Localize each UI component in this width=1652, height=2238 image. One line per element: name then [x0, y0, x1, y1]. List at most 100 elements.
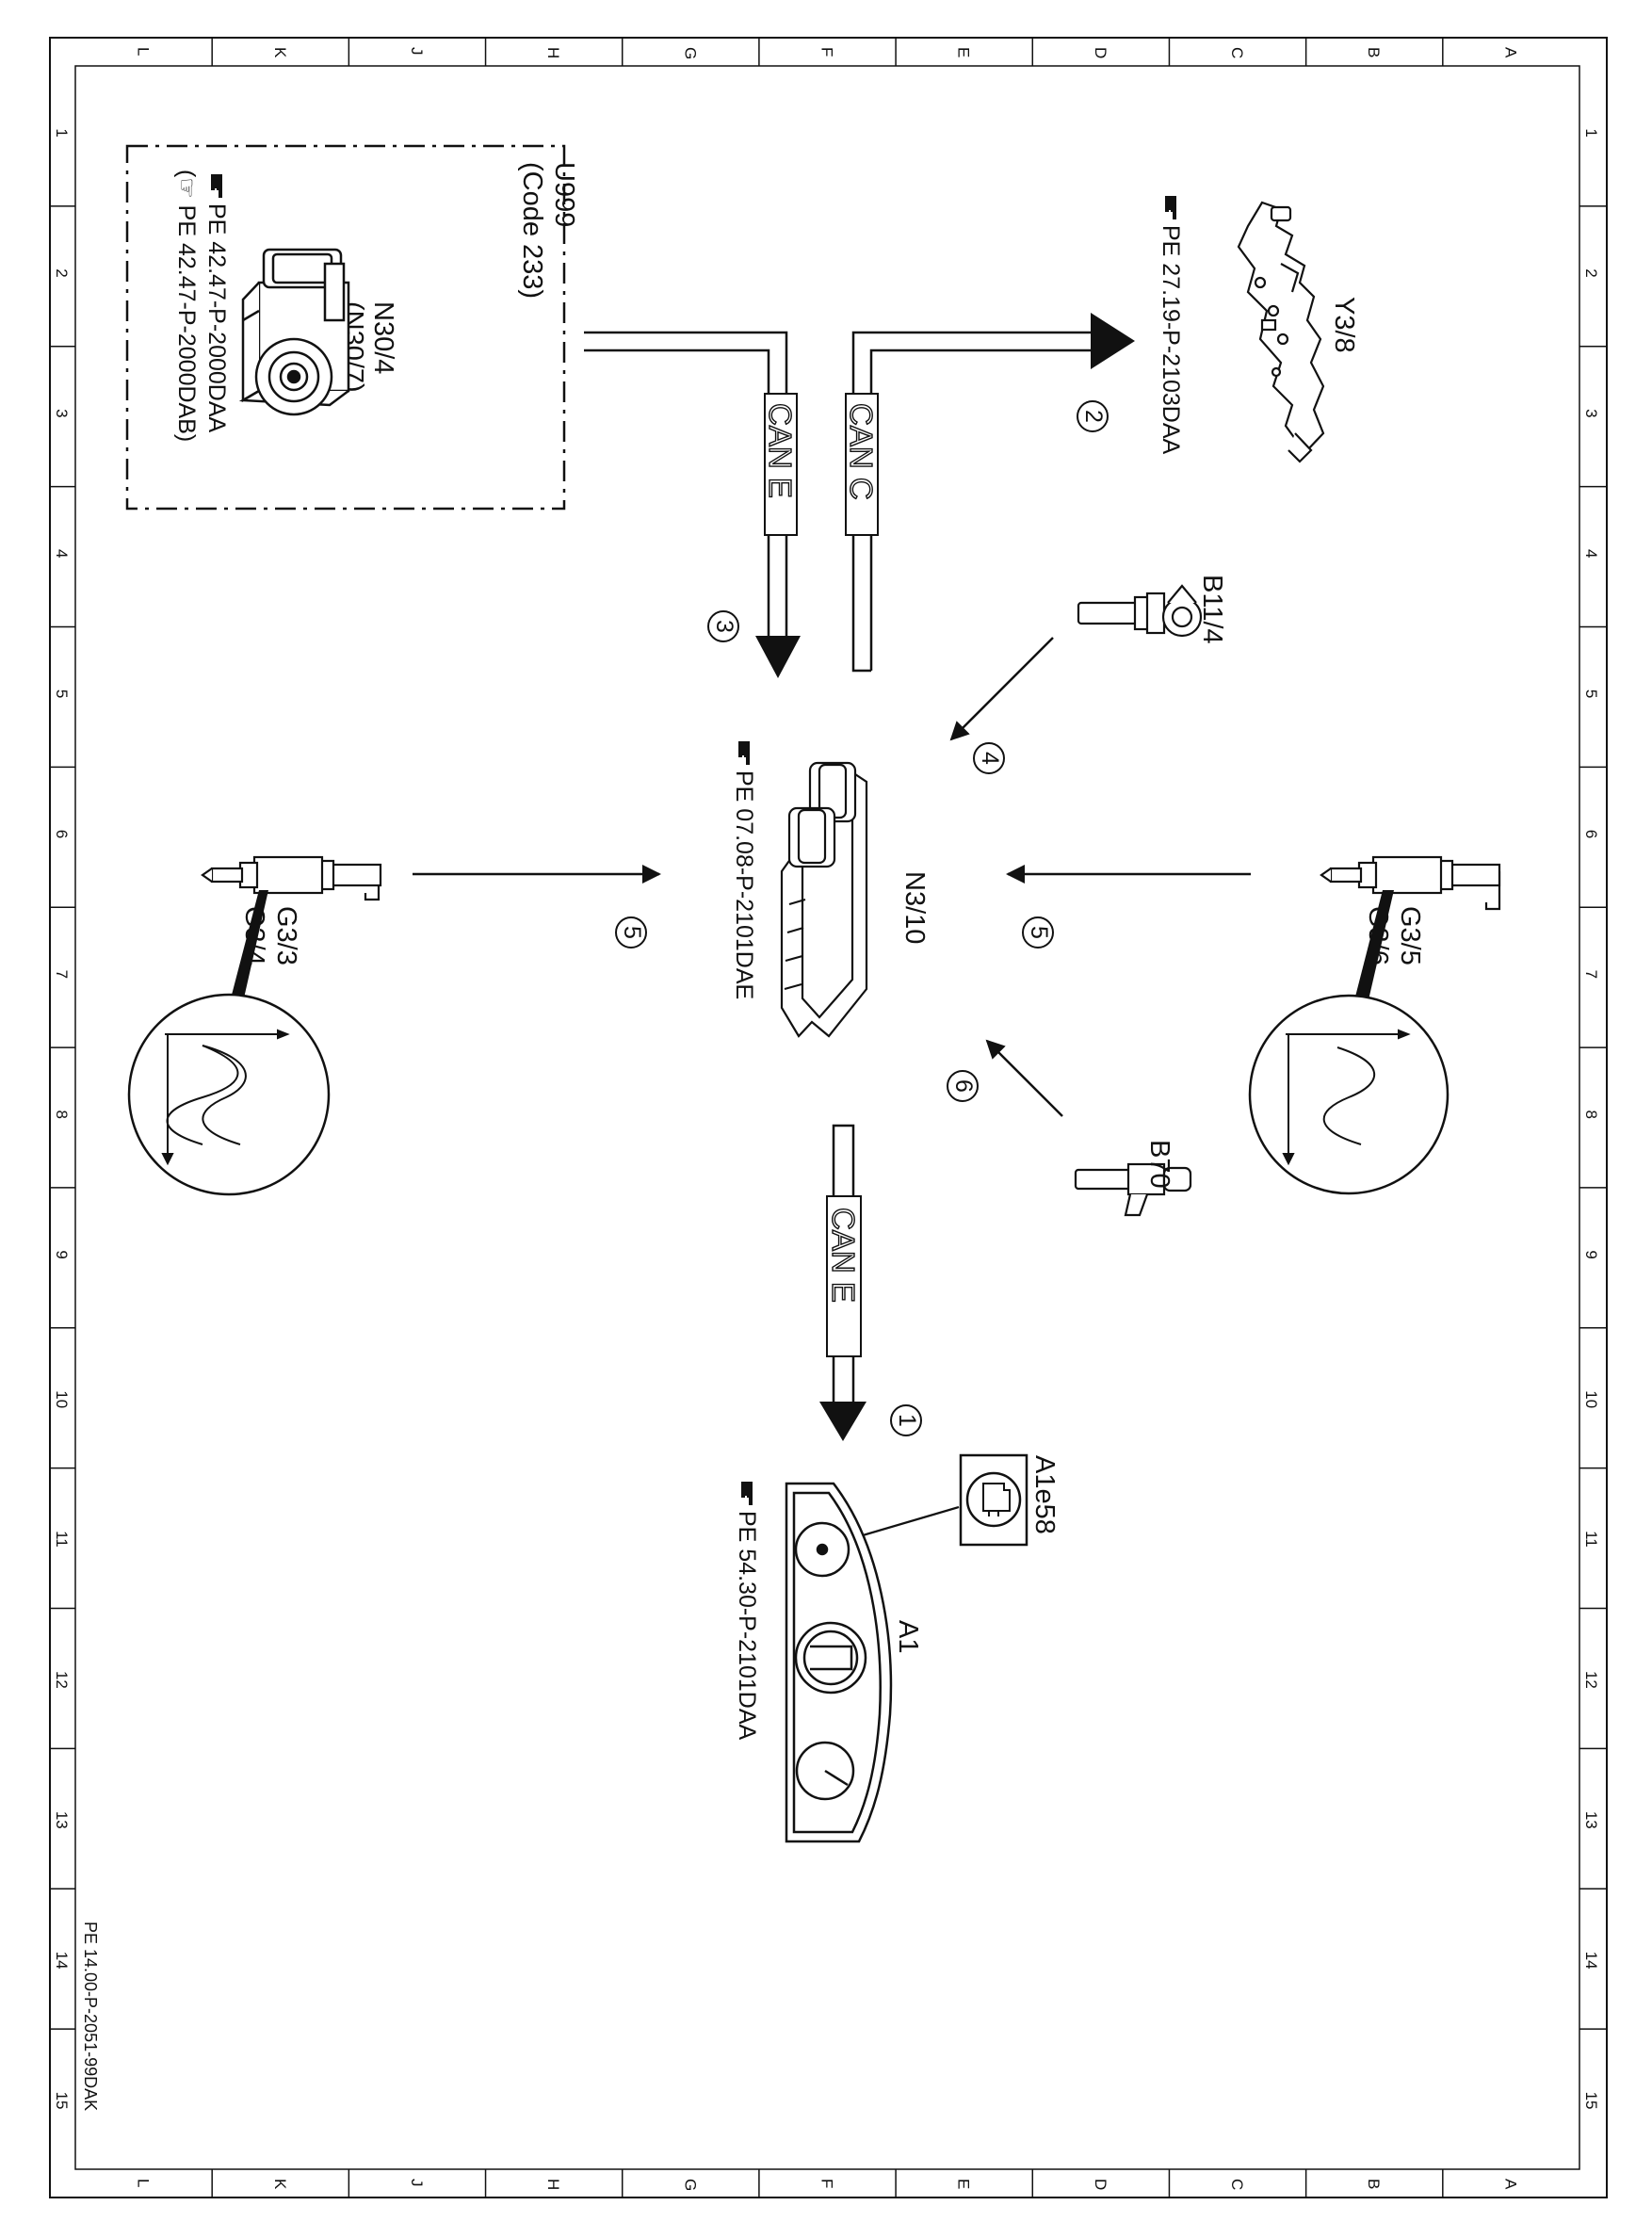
y3-8-group: Y3/8 PE 27.19-P-2103DAA — [1158, 196, 1359, 463]
can-bus-lines — [584, 331, 1094, 673]
g3-left-callout — [231, 890, 268, 1002]
b70-signal-arrow — [985, 1039, 1063, 1117]
signal-5-right: 5 — [1026, 926, 1052, 939]
grid-letter-top: F — [818, 47, 836, 57]
y3-8-ref: PE 27.19-P-2103DAA — [1158, 225, 1184, 455]
sensor-icon — [1077, 584, 1203, 638]
signal-markers — [615, 400, 1109, 1436]
signal-1: 1 — [894, 1414, 920, 1427]
can-e-upper-arrowhead — [755, 636, 801, 678]
grid-number-left: 10 — [53, 1390, 71, 1408]
grid-number-right: 6 — [1582, 830, 1600, 838]
signal-3: 3 — [711, 620, 737, 633]
can-e-upper-wire — [584, 331, 788, 647]
grid-letter-top: G — [681, 47, 699, 59]
grid-letter-bottom: E — [955, 2179, 973, 2189]
grid-letter-bottom: L — [135, 2179, 153, 2187]
instrument-cluster-icon — [785, 1482, 893, 1843]
u999-ref-alternate: (☞ PE 42.47-P-2000DAB) — [173, 170, 200, 442]
grid-letter-bottom: B — [1365, 2179, 1383, 2189]
grid-number-right: 14 — [1582, 1952, 1600, 1970]
grid-number-left: 8 — [53, 1111, 71, 1119]
footer-code: PE 14.00-P-2051-99DAK — [81, 1922, 100, 2111]
grid-letter-top: E — [955, 47, 973, 57]
grid-number-right: 9 — [1582, 1250, 1600, 1258]
grid-number-right: 12 — [1582, 1671, 1600, 1689]
b70-group: B70 — [985, 1039, 1192, 1217]
signal-5-left: 5 — [619, 926, 645, 939]
grid-letter-bottom: D — [1092, 2179, 1109, 2190]
g3-left-group: G3/3 G3/4 — [127, 855, 661, 1196]
grid-number-left: 2 — [53, 268, 71, 277]
ecu-icon — [780, 761, 868, 1038]
n3-10-label: N3/10 — [899, 871, 930, 944]
grid-number-right: 7 — [1582, 970, 1600, 979]
can-e-lower-tag: CAN E — [825, 1195, 862, 1357]
grid-letter-top: J — [408, 47, 426, 56]
signal-6: 6 — [950, 1079, 977, 1093]
can-e-lower-arrowhead — [819, 1402, 866, 1441]
grid-letter-bottom: H — [544, 2179, 562, 2190]
b11-4-signal-arrow — [949, 637, 1054, 741]
grid-number-left: 12 — [53, 1671, 71, 1689]
grid-number-right: 1 — [1582, 128, 1600, 137]
grid-number-left: 3 — [53, 409, 71, 417]
g3-right-callout — [1354, 890, 1394, 1004]
grid-number-left: 1 — [53, 128, 71, 137]
sine-wave-icon — [1282, 1029, 1411, 1166]
grid-number-left: 11 — [53, 1531, 71, 1548]
can-e-upper-label: CAN E — [763, 403, 798, 498]
grid-number-right: 4 — [1582, 549, 1600, 558]
hand-pointer-icon — [1165, 196, 1176, 219]
u999-ref-primary: PE 42.47-P-2000DAA — [203, 203, 230, 433]
grid-number-right: 10 — [1582, 1390, 1600, 1408]
grid-letter-top: K — [271, 47, 289, 58]
grid-letter-bottom: F — [818, 2179, 836, 2188]
b11-4-group: B11/4 — [949, 575, 1227, 741]
grid-number-right: 3 — [1582, 409, 1600, 417]
a1e58-group: A1e58 — [830, 1453, 1060, 1547]
valve-body-icon — [1237, 201, 1325, 463]
u999-label: U999 — [549, 162, 579, 227]
can-e-upper-tag: CAN E — [762, 393, 799, 536]
grid-number-right: 11 — [1582, 1531, 1600, 1548]
signal-4: 4 — [977, 752, 1003, 765]
n30-4-label: N30/4 — [368, 301, 398, 374]
oxygen-sensor-icon — [1320, 855, 1501, 911]
can-c-label: CAN C — [844, 403, 879, 500]
a1e58-label: A1e58 — [1029, 1455, 1060, 1534]
can-e-lower-label: CAN E — [826, 1208, 861, 1303]
b70-label: B70 — [1144, 1140, 1174, 1189]
grid-number-right: 2 — [1582, 268, 1600, 277]
grid-letter-top: H — [544, 47, 562, 58]
n3-10-group: N3/10 PE 07.08-P-2101DAE — [731, 741, 930, 1038]
airbag-module-icon — [238, 248, 350, 416]
grid-letter-bottom: C — [1228, 2179, 1246, 2190]
grid-letter-bottom: K — [271, 2179, 289, 2190]
can-c-tag: CAN C — [843, 393, 880, 536]
grid-letter-bottom: A — [1501, 2179, 1519, 2190]
sensor-icon — [1074, 1162, 1192, 1217]
grid-letter-top: C — [1228, 47, 1246, 58]
g3-left-scope-circle — [127, 993, 331, 1196]
code-233-label: (Code 233) — [517, 162, 547, 299]
can-c-wire — [851, 331, 1094, 673]
grid-letter-top: L — [135, 47, 153, 56]
n3-10-ref: PE 07.08-P-2101DAE — [731, 770, 757, 999]
grid-letter-top: D — [1092, 47, 1109, 58]
g3-right-scope-circle — [1248, 994, 1450, 1195]
grid-number-left: 15 — [53, 2092, 71, 2110]
hand-pointer-icon — [741, 1482, 753, 1505]
grid-number-left: 13 — [53, 1811, 71, 1829]
grid-number-right: 8 — [1582, 1111, 1600, 1119]
grid-number-left: 7 — [53, 970, 71, 979]
sine-wave-icon — [161, 1029, 290, 1166]
grid-letter-top: B — [1365, 47, 1383, 57]
grid-number-right: 13 — [1582, 1811, 1600, 1829]
grid-letter-bottom: G — [681, 2179, 699, 2191]
grid-number-left: 14 — [53, 1952, 71, 1970]
grid-number-left: 9 — [53, 1250, 71, 1258]
grid-number-left: 4 — [53, 549, 71, 558]
grid-number-right: 15 — [1582, 2092, 1600, 2110]
grid-number-left: 5 — [53, 689, 71, 698]
